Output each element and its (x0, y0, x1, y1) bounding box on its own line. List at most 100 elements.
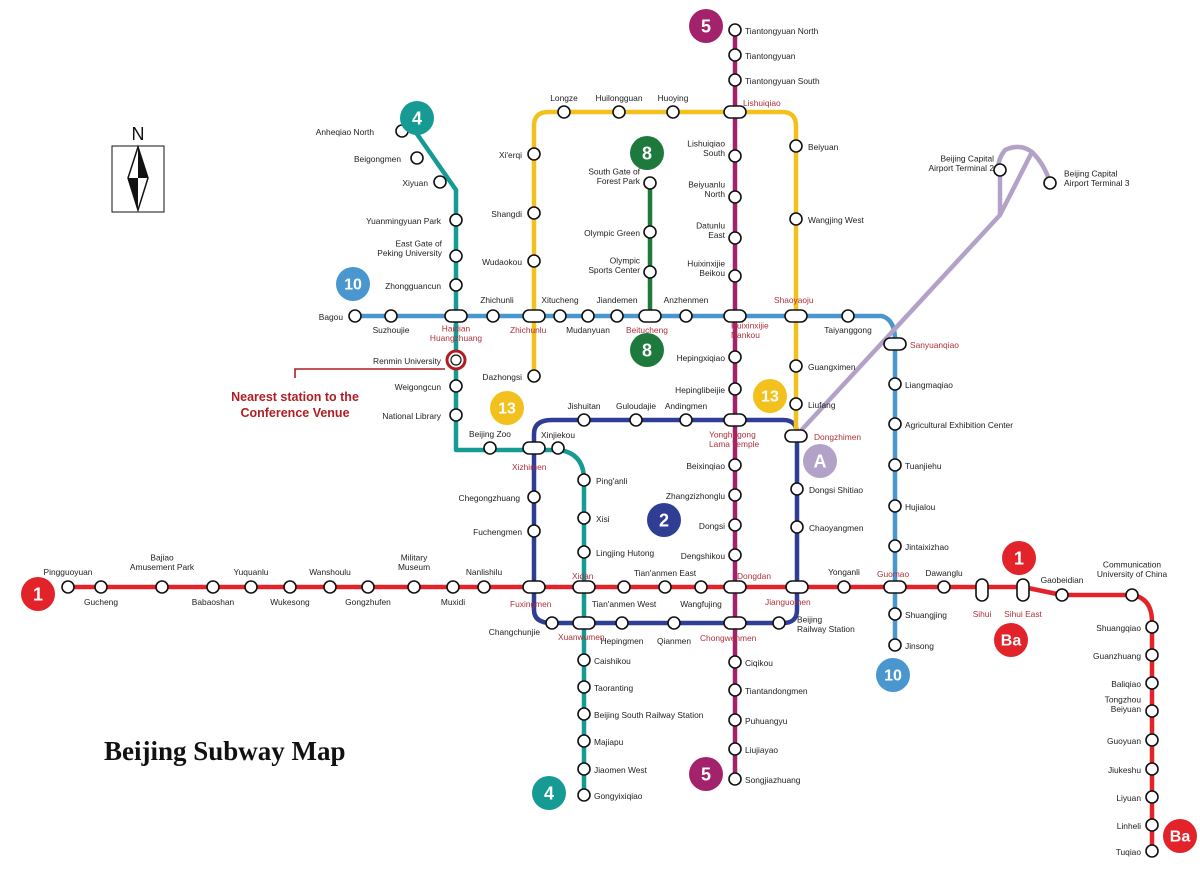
station-shuangjing-marker (888, 607, 902, 621)
station-lingjing-hutong-marker (577, 545, 591, 559)
station-liangmaqiao-marker (888, 377, 902, 391)
station-xierqi-label: Xi'erqi (499, 150, 522, 160)
station-bajiao-amusement-park-marker (155, 580, 169, 594)
station-xinjiekou-marker (551, 441, 565, 455)
badge-line4-bottom-label: 4 (544, 783, 554, 803)
station-suzhoujie-marker (384, 309, 398, 323)
station-pinganli-label: Ping'anli (596, 476, 628, 486)
station-fuchengmen-marker (527, 524, 541, 538)
badge-line1-right (1002, 541, 1036, 575)
station-longze-label: Longze (550, 93, 578, 103)
station-bajiao-amusement-park-label-2: Amusement Park (130, 562, 195, 572)
station-beixinqiao-label: Beixinqiao (686, 461, 725, 471)
station-airport-terminal-3-marker (1043, 176, 1057, 190)
station-shaoyaoju-label: Shaoyaoju (774, 295, 814, 305)
station-haidian-huangzhuang-marker (444, 309, 468, 323)
station-tiantongyuan-north-label: Tiantongyuan North (745, 26, 819, 36)
highlight-leader-line (294, 368, 445, 378)
station-yonghegong-label-2: Lama Temple (709, 439, 759, 449)
station-national-library-marker (449, 408, 463, 422)
highlight-note-line-2: Conference Venue (240, 406, 349, 420)
station-national-library-label: National Library (382, 411, 441, 421)
station-huixinxijie-nankou-label-1: Huixinxijie (731, 320, 769, 330)
station-baliqiao-marker (1145, 676, 1159, 690)
station-gongzhufen-marker (361, 580, 375, 594)
station-guomao-label: Guomao (877, 569, 909, 579)
station-bajiao-amusement-park-label-1: Bajiao (150, 552, 174, 562)
station-tiantongyuan-south-marker (728, 73, 742, 87)
station-liyuan-label: Liyuan (1116, 793, 1141, 803)
station-nanlishilu-marker (477, 580, 491, 594)
station-tuqiao-label: Tuqiao (1116, 847, 1142, 857)
station-lishuiqiao-marker (723, 105, 747, 119)
station-guloudajie-label: Guloudajie (616, 401, 656, 411)
station-xiyuan-marker (433, 175, 447, 189)
station-jiandemen-label: Jiandemen (597, 295, 638, 305)
station-yonganli-marker (837, 580, 851, 594)
station-airport-terminal-2-label-1: Beijing Capital (940, 153, 994, 163)
station-fuxingmen-marker (522, 580, 546, 594)
station-songjiazhuang-label: Songjiazhuang (745, 775, 801, 785)
station-tiantongyuan-north-marker (728, 23, 742, 37)
station-huixinxijie-nankou-marker (723, 309, 747, 323)
station-pingguoyuan-marker (61, 580, 75, 594)
station-beijing-zoo-label: Beijing Zoo (469, 429, 511, 439)
station-changchunjie-marker (545, 616, 559, 630)
station-guloudajie-marker (629, 413, 643, 427)
station-military-museum-marker (407, 580, 421, 594)
station-dongzhimen-label: Dongzhimen (814, 432, 861, 442)
badge-batong-end-label: Ba (1170, 829, 1191, 846)
station-east-gate-peking-university-label-2: Peking University (377, 248, 443, 258)
station-shuangjing-label: Shuangjing (905, 610, 947, 620)
station-shaoyaoju-marker (784, 309, 808, 323)
station-dazhongsi-marker (527, 369, 541, 383)
station-weigongcun-marker (449, 379, 463, 393)
line13-route (531, 109, 799, 439)
station-zhangzizhonglu-label: Zhangzizhonglu (666, 491, 725, 501)
station-chegongzhuang-marker (527, 490, 541, 504)
station-tiantongyuan-label: Tiantongyuan (745, 51, 796, 61)
station-beijing-railway-station-label-2: Railway Station (797, 624, 855, 634)
station-south-gate-forest-park-label-2: Forest Park (597, 176, 641, 186)
station-qianmen-marker (667, 616, 681, 630)
station-communication-university-label-2: University of China (1097, 569, 1168, 579)
station-tuanjiehu-marker (888, 458, 902, 472)
station-zhichunli-label: Zhichunli (480, 295, 514, 305)
badge-line13-left-label: 13 (498, 401, 516, 418)
station-guanzhuang-marker (1145, 648, 1159, 662)
station-huixinxijie-beikou-marker (728, 269, 742, 283)
station-liangmaqiao-label: Liangmaqiao (905, 380, 953, 390)
station-tuanjiehu-label: Tuanjiehu (905, 461, 942, 471)
station-liufang-marker (789, 397, 803, 411)
station-xizhimen-label: Xizhimen (512, 462, 547, 472)
station-guoyuan-label: Guoyuan (1107, 736, 1141, 746)
station-olympic-green-label: Olympic Green (584, 228, 640, 238)
station-beijing-south-railway-station-label: Beijing South Railway Station (594, 710, 704, 720)
station-wudaokou-label: Wudaokou (482, 257, 522, 267)
badge-line1-left-label: 1 (33, 584, 43, 604)
station-south-gate-forest-park-label-1: South Gate of (588, 166, 640, 176)
station-fuxingmen-label: Fuxingmen (510, 599, 552, 609)
line4-route (414, 131, 587, 798)
badge-batong-mid-label: Ba (1001, 633, 1022, 650)
station-caishikou-label: Caishikou (594, 656, 631, 666)
station-wukesong-marker (283, 580, 297, 594)
station-tongzhou-beiyuan-label-1: Tongzhou (1105, 694, 1142, 704)
badge-line2-center (647, 503, 681, 537)
station-pingguoyuan-label: Pingguoyuan (44, 567, 93, 577)
station-shangdi-label: Shangdi (491, 209, 522, 219)
station-xuanwumen-label: Xuanwumen (558, 632, 605, 642)
station-beiyuanlu-north-label-2: North (705, 189, 726, 199)
station-tuqiao-marker (1145, 844, 1159, 858)
badge-line5-top (689, 9, 723, 43)
station-gongyixiqiao-marker (577, 788, 591, 802)
station-majiapu-label: Majiapu (594, 737, 624, 747)
station-fuchengmen-label: Fuchengmen (473, 527, 522, 537)
station-gucheng-label: Gucheng (84, 597, 118, 607)
station-liyuan-marker (1145, 790, 1159, 804)
station-dongsi-marker (728, 518, 742, 532)
station-andingmen-label: Andingmen (665, 401, 708, 411)
badge-line1-right-label: 1 (1014, 548, 1024, 568)
station-tiananmen-west-label: Tian'anmen West (592, 599, 657, 609)
